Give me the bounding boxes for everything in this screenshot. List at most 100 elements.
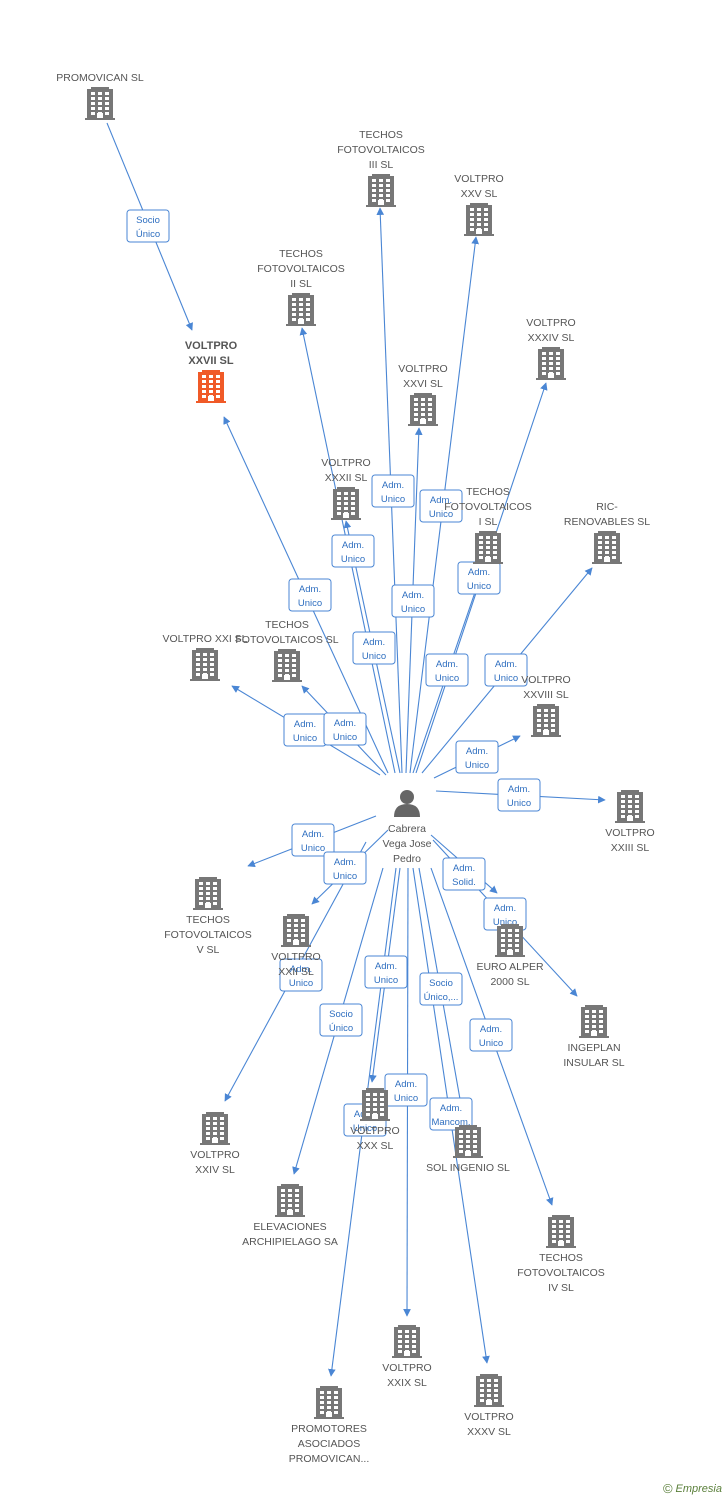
edge-label-line: Unico <box>507 798 531 809</box>
edge-label-line: Adm. <box>440 1103 462 1114</box>
edge-label-cabrera-tf4[interactable]: Adm.Unico <box>469 1018 513 1052</box>
edge-label-cabrera-v34[interactable]: Adm.Unico <box>457 561 501 595</box>
edge-label-cabrera-v32[interactable]: Adm.Unico <box>371 474 415 508</box>
edge-label-cabrera-tf[interactable]: Adm. Unico <box>323 712 367 746</box>
node-label-line: VOLTPRO <box>521 674 570 686</box>
building-icon <box>464 203 494 236</box>
node-label-line: ARCHIPIELAGO SA <box>242 1236 338 1248</box>
edge-label-cabrera-v35[interactable]: Adm. Mancom. <box>429 1097 473 1131</box>
edge-label-line: Único,... <box>424 992 459 1003</box>
company-node-promovican[interactable]: PROMOVICAN SL <box>56 72 144 120</box>
edge-label-cabrera-v28[interactable]: Adm.Unico <box>455 740 499 774</box>
edge-label-cabrera-tf3[interactable]: Adm.Unico <box>352 631 396 665</box>
company-node-promotores[interactable]: PROMOTORESASOCIADOSPROMOVICAN... <box>289 1386 370 1465</box>
edge-label-cabrera-tf1[interactable]: Adm.Unico <box>425 653 469 687</box>
edge-label-line: Unico <box>333 732 357 743</box>
edge-label-box <box>331 534 375 568</box>
edge-label-line: Unico <box>353 1123 377 1134</box>
node-label-line: VOLTPRO <box>190 1149 239 1161</box>
edge-label-cabrera-v26[interactable]: Adm.Unico <box>391 584 435 618</box>
edge-label-cabrera-v21[interactable]: Adm.Unico <box>283 713 327 747</box>
building-icon <box>85 87 115 120</box>
edge-label-line: Unico <box>341 554 365 565</box>
node-label-line: XXIII SL <box>611 842 650 854</box>
node-label-line: INGEPLAN <box>567 1042 620 1054</box>
company-node-v21[interactable]: VOLTPRO XXI SL <box>163 633 248 681</box>
edge-label-line: Adm. <box>334 857 356 868</box>
building-icon <box>360 1088 390 1121</box>
building-icon <box>474 1374 504 1407</box>
building-icon <box>453 1125 483 1158</box>
node-label-line: FOTOVOLTAICOS <box>517 1267 605 1279</box>
edge-label-box <box>391 584 435 618</box>
edge-label-cabrera-euro[interactable]: Adm.Solid. <box>442 857 486 891</box>
edge-label-box <box>352 631 396 665</box>
company-node-sol[interactable]: SOL INGENIO SL <box>426 1125 510 1174</box>
edge-label-line: Mancom. <box>431 1117 470 1128</box>
node-label-line: ELEVACIONES <box>253 1221 326 1233</box>
edge-label-cabrera-sol[interactable]: SocioÚnico,... <box>419 972 463 1006</box>
node-label-line: PROMOVICAN SL <box>56 72 144 84</box>
edge-label-cabrera-v24[interactable]: Adm.Unico <box>279 958 323 992</box>
company-node-elev[interactable]: ELEVACIONES ARCHIPIELAGO SA <box>242 1184 338 1248</box>
building-icon <box>495 924 525 957</box>
edge-label-cabrera-ric[interactable]: Adm.Unico <box>484 653 528 687</box>
edge-label-cabrera-v25[interactable]: Adm.Unico <box>419 489 463 523</box>
edge-label-cabrera-tf2[interactable]: Adm.Unico <box>331 534 375 568</box>
edge-label-line: Adm. <box>334 718 356 729</box>
edge-label-cabrera-v22[interactable]: Adm.Unico <box>323 851 367 885</box>
brand-logo-text[interactable]: Empresia <box>675 1482 722 1495</box>
edge-label-cabrera-tf5[interactable]: Adm.Unico <box>291 823 335 857</box>
edge-label-cabrera-v27[interactable]: Adm.Unico <box>288 578 332 612</box>
building-icon <box>281 914 311 947</box>
building-icon <box>392 1325 422 1358</box>
edge-label-cabrera-v30[interactable]: Adm.Unico <box>364 955 408 989</box>
company-node-ric[interactable]: RIC-RENOVABLES SL <box>564 501 650 564</box>
edge-label-cabrera-v29[interactable]: Adm.Unico <box>384 1073 428 1107</box>
node-label-line: TECHOS <box>279 248 323 260</box>
edge-label-cabrera-v23[interactable]: Adm.Unico <box>497 778 541 812</box>
edge-label-box <box>323 851 367 885</box>
building-icon <box>190 648 220 681</box>
node-label-line: III SL <box>369 159 394 171</box>
node-label-line: IV SL <box>548 1282 574 1294</box>
edge-label-box <box>419 972 463 1006</box>
edge-label-cabrera-ingeplan[interactable]: Adm.Unico <box>483 897 527 931</box>
edge-label-line: Adm. <box>363 637 385 648</box>
edge-label-line: Unico <box>435 673 459 684</box>
edge-label-line: Unico <box>298 598 322 609</box>
node-label-line: XXVI SL <box>403 378 443 390</box>
node-label-line: XXIX SL <box>387 1377 427 1389</box>
edge-label-box <box>442 857 486 891</box>
edge-label-line: Adm. <box>402 590 424 601</box>
edge-label-box <box>497 778 541 812</box>
edge-label-box <box>126 209 170 243</box>
edge-label-box <box>469 1018 513 1052</box>
building-icon <box>408 393 438 426</box>
edge-label-line: Adm. <box>494 903 516 914</box>
